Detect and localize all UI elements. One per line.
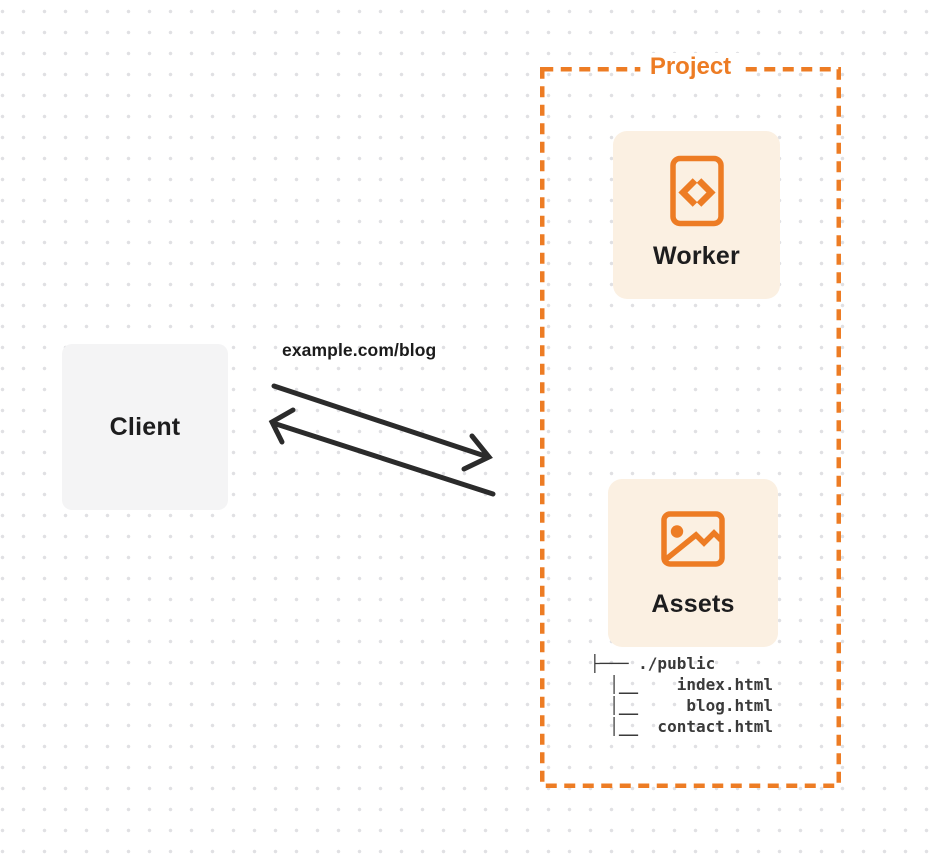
code-file-icon	[669, 155, 724, 227]
client-box: Client	[62, 344, 228, 510]
project-label: Project	[639, 53, 742, 80]
response-arrow-line	[270, 420, 496, 497]
request-arrowhead-icon	[461, 433, 493, 472]
request-arrow-line	[271, 383, 491, 460]
project-container: Project Worker Assets ├─── ./public │__ …	[540, 53, 841, 788]
worker-card: Worker	[613, 131, 780, 299]
assets-label: Assets	[651, 590, 735, 618]
assets-card: Assets	[608, 479, 778, 647]
request-arrow	[271, 383, 493, 472]
worker-label: Worker	[653, 242, 740, 270]
response-arrowhead-icon	[268, 407, 296, 445]
image-icon	[661, 511, 725, 567]
response-arrow	[268, 407, 496, 497]
request-url-label: example.com/blog	[282, 340, 437, 360]
file-tree: ├─── ./public │__ index.html │__ blog.ht…	[590, 654, 774, 736]
client-label: Client	[109, 412, 181, 441]
